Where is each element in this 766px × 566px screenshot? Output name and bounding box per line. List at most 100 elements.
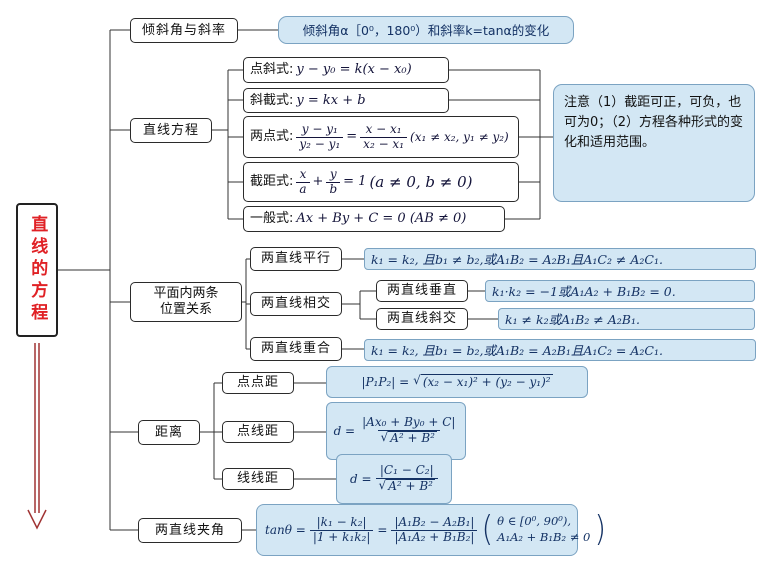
angle-branch-label: 两直线夹角 xyxy=(138,518,242,543)
two-point-left-fraction: y − y₁ y₂ − y₁ xyxy=(296,121,344,152)
perpendicular-label-box: 两直线垂直 xyxy=(376,280,468,302)
two-point-right-fraction: x − x₁ x₂ − x₁ xyxy=(360,121,408,152)
sqrt-symbol: √ xyxy=(380,430,389,444)
line-line-fraction: |C₁ − C₂| √ A² + B² xyxy=(375,463,438,494)
oblique-label-text: 两直线斜交 xyxy=(386,311,457,327)
fraction-numerator: x − x₁ xyxy=(365,121,402,136)
fraction-numerator: y xyxy=(329,166,337,181)
fraction-numerator: |A₁B₂ − A₂B₁| xyxy=(394,514,475,529)
point-line-formula-box: d = |Ax₀ + By₀ + C| √ A² + B² xyxy=(326,402,466,460)
angle-condition-nonzero: A₁A₂ + B₁B₂ ≠ 0 xyxy=(497,530,591,544)
point-line-sqrt: √ A² + B² xyxy=(381,431,437,446)
right-paren: ) xyxy=(594,509,607,550)
line-line-formula-box: d = |C₁ − C₂| √ A² + B² xyxy=(336,454,452,504)
oblique-formula-box: k₁ ≠ k₂或A₁B₂ ≠ A₂B₁. xyxy=(498,308,755,330)
angle-branch-label-text: 两直线夹角 xyxy=(154,522,225,538)
intercept-x-fraction: x a xyxy=(296,166,310,197)
point-point-label-box: 点点距 xyxy=(222,372,294,394)
fraction-denominator: y₂ − y₁ xyxy=(296,136,344,152)
point-slope-box: 点斜式: y − y₀ = k(x − x₀) xyxy=(243,57,449,83)
intercept-box: 截距式: x a + y b = 1 (a ≠ 0, b ≠ 0) xyxy=(243,162,519,202)
two-point-label: 两点式: xyxy=(250,129,294,145)
point-line-lhs: d = xyxy=(333,423,356,438)
line-line-label-box: 线线距 xyxy=(222,468,294,490)
line-line-lhs: d = xyxy=(349,471,372,486)
equals-sign: = xyxy=(377,522,388,537)
slope-range-formula-box: 倾斜角α［0⁰，180⁰）和斜率k=tanα的变化 xyxy=(278,16,574,44)
intercept-label: 截距式: xyxy=(250,174,294,190)
point-line-sqrt-body: A² + B² xyxy=(388,431,437,445)
sqrt-symbol: √ xyxy=(378,478,387,492)
point-line-label-box: 点线距 xyxy=(222,421,294,443)
fraction-denominator: |1 + k₁k₂| xyxy=(309,529,374,545)
line-line-sqrt: √ A² + B² xyxy=(379,479,435,494)
fraction-denominator: √ A² + B² xyxy=(377,430,440,446)
left-paren: ( xyxy=(481,509,494,550)
line-line-sqrt-body: A² + B² xyxy=(386,479,435,493)
slope-range-formula: 倾斜角α［0⁰，180⁰）和斜率k=tanα的变化 xyxy=(302,22,550,38)
line-line-label-text: 线线距 xyxy=(236,471,279,487)
equations-branch-label: 直线方程 xyxy=(130,118,212,143)
parallel-formula-box: k₁ = k₂, 且b₁ ≠ b₂,或A₁B₂ = A₂B₁且A₁C₂ ≠ A₂… xyxy=(364,248,756,270)
point-line-label-text: 点线距 xyxy=(236,424,279,440)
equations-branch-label-text: 直线方程 xyxy=(142,122,199,138)
point-point-lhs: |P₁P₂| = xyxy=(361,374,410,389)
slope-intercept-box: 斜截式: y = kx + b xyxy=(243,88,449,113)
down-arrow xyxy=(27,343,47,530)
fraction-denominator: |A₁A₂ + B₁B₂| xyxy=(391,529,478,545)
point-line-fraction: |Ax₀ + By₀ + C| √ A² + B² xyxy=(359,415,458,446)
angle-condition-range: θ ∈ [0⁰, 90⁰), xyxy=(497,514,572,529)
position-branch-label: 平面内两条 位置关系 xyxy=(130,282,242,322)
angle-k-fraction: |k₁ − k₂| |1 + k₁k₂| xyxy=(309,515,374,545)
sqrt-symbol: √ xyxy=(413,373,421,388)
fraction-numerator: y − y₁ xyxy=(301,121,338,136)
point-point-sqrt: √ (x₂ − x₁)² + (y₂ − y₁)² xyxy=(413,373,553,390)
fraction-denominator: √ A² + B² xyxy=(375,478,438,494)
distance-branch-label: 距离 xyxy=(138,420,200,445)
root-title: 直线的方程 xyxy=(27,215,48,325)
fraction-denominator: x₂ − x₁ xyxy=(360,136,408,152)
distance-branch-label-text: 距离 xyxy=(154,424,183,440)
angle-formula-box: tanθ = |k₁ − k₂| |1 + k₁k₂| = |A₁B₂ − A₂… xyxy=(256,504,606,556)
point-slope-label: 点斜式: xyxy=(250,62,294,78)
parallel-formula: k₁ = k₂, 且b₁ ≠ b₂,或A₁B₂ = A₂B₁且A₁C₂ ≠ A₂… xyxy=(371,251,663,267)
slope-branch-label: 倾斜角与斜率 xyxy=(130,18,238,43)
equations-note-box: 注意（1）截距可正，可负，也可为0；（2）方程各种形式的变化和适用范围。 xyxy=(553,84,755,202)
coincide-formula-box: k₁ = k₂, 且b₁ = b₂,或A₁B₂ = A₂B₁且A₁C₂ = A₂… xyxy=(364,339,756,361)
coincide-label-text: 两直线重合 xyxy=(260,341,331,357)
fraction-denominator: b xyxy=(326,181,341,197)
fraction-numerator: |Ax₀ + By₀ + C| xyxy=(362,415,456,430)
slope-branch-label-text: 倾斜角与斜率 xyxy=(141,22,226,38)
equals-sign: = xyxy=(346,129,358,145)
oblique-formula: k₁ ≠ k₂或A₁B₂ ≠ A₂B₁. xyxy=(505,311,640,327)
point-point-formula-box: |P₁P₂| = √ (x₂ − x₁)² + (y₂ − y₁)² xyxy=(326,366,588,398)
point-point-label-text: 点点距 xyxy=(236,375,279,391)
slope-intercept-formula: y = kx + b xyxy=(296,92,366,108)
point-point-sqrt-body: (x₂ − x₁)² + (y₂ − y₁)² xyxy=(420,374,553,390)
point-slope-formula: y − y₀ = k(x − x₀) xyxy=(296,62,412,78)
parallel-label-text: 两直线平行 xyxy=(260,251,331,267)
intersect-label-text: 两直线相交 xyxy=(260,296,331,312)
angle-ab-fraction: |A₁B₂ − A₂B₁| |A₁A₂ + B₁B₂| xyxy=(391,514,478,545)
fraction-numerator: |C₁ − C₂| xyxy=(379,463,434,478)
parallel-label-box: 两直线平行 xyxy=(250,247,342,271)
fraction-denominator: a xyxy=(296,181,310,197)
angle-conditions: θ ∈ [0⁰, 90⁰), A₁A₂ + B₁B₂ ≠ 0 xyxy=(497,514,590,545)
general-form-box: 一般式: Ax + By + C = 0 (AB ≠ 0) xyxy=(243,206,505,232)
two-point-condition: (x₁ ≠ x₂, y₁ ≠ y₂) xyxy=(410,129,509,144)
root-node: 直线的方程 xyxy=(16,203,58,337)
position-branch-label-text: 平面内两条 位置关系 xyxy=(153,286,219,317)
coincide-formula: k₁ = k₂, 且b₁ = b₂,或A₁B₂ = A₂B₁且A₁C₂ = A₂… xyxy=(371,342,663,358)
perpendicular-label-text: 两直线垂直 xyxy=(386,283,457,299)
perpendicular-formula-box: k₁·k₂ = −1或A₁A₂ + B₁B₂ = 0. xyxy=(485,280,755,302)
intersect-label-box: 两直线相交 xyxy=(250,292,342,316)
plus-sign: + xyxy=(312,174,324,190)
general-form-formula: Ax + By + C = 0 (AB ≠ 0) xyxy=(296,211,467,227)
fraction-numerator: x xyxy=(299,166,307,181)
intercept-y-fraction: y b xyxy=(326,166,341,197)
perpendicular-formula: k₁·k₂ = −1或A₁A₂ + B₁B₂ = 0. xyxy=(492,283,676,299)
angle-lhs: tanθ = xyxy=(265,522,306,537)
equations-note-text: 注意（1）截距可正，可负，也可为0；（2）方程各种形式的变化和适用范围。 xyxy=(564,95,744,151)
general-form-label: 一般式: xyxy=(250,211,294,227)
